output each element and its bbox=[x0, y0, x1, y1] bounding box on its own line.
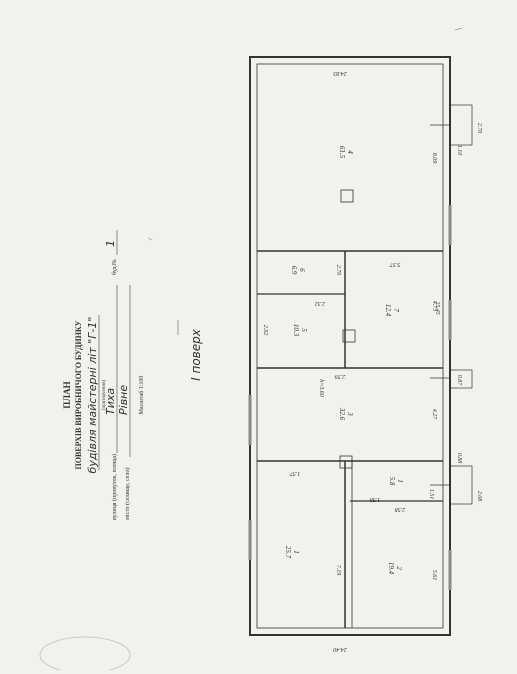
stamp-mark bbox=[39, 636, 131, 674]
dim-wall: 2.32 bbox=[315, 300, 326, 306]
street-label: вулиця (провулок, площа) bbox=[111, 454, 118, 520]
room-label: 6 6.9 bbox=[290, 266, 306, 275]
dim-door: 2.70 bbox=[476, 123, 482, 134]
room-area: 6.9 bbox=[290, 266, 298, 275]
room-number: 5 bbox=[300, 328, 308, 332]
dim-wall: 5.61 bbox=[431, 570, 437, 581]
city-label: місто (селище, село) bbox=[124, 468, 131, 520]
dim-wall: 1.58 bbox=[370, 496, 381, 502]
dim-wall: 4.73 bbox=[431, 301, 438, 312]
room-number: 2 bbox=[395, 566, 403, 570]
room-number: 1 bbox=[292, 550, 300, 554]
dim-top: 24.83 bbox=[333, 70, 347, 77]
floor-label: I поверх bbox=[189, 328, 203, 381]
room-labels: 4 61.5 6 6.9 5 10.3 7 12.4 3 32.6 1 25.7… bbox=[284, 146, 404, 575]
dim-wall: 1.57 bbox=[289, 470, 301, 476]
building-name: будівля майстерні літ "Г-1" bbox=[86, 317, 99, 474]
dim-wall: 1.51 bbox=[428, 489, 434, 500]
dim-wall: 2.92 bbox=[262, 325, 268, 336]
room-area: 32.6 bbox=[338, 407, 346, 421]
room-label: 1 25.7 bbox=[284, 546, 300, 559]
dim-door: 2.08 bbox=[476, 491, 482, 502]
room-label: 7 12.4 bbox=[384, 304, 400, 317]
doc-title: ПЛАН bbox=[62, 381, 72, 408]
dim-right: 25.45 bbox=[434, 301, 441, 315]
dim-wall: 2.58 bbox=[395, 506, 406, 512]
street-value: Тиха bbox=[104, 388, 117, 415]
room-number: 6 bbox=[298, 268, 306, 272]
city-value: Рівне bbox=[117, 385, 130, 415]
room-number: 4 bbox=[346, 150, 354, 154]
dimensions: 24.83 24.40 25.45 8.09 4.73 4.27 5.61 2.… bbox=[262, 70, 482, 653]
ceiling-height: h=3.60 bbox=[318, 379, 324, 397]
building-no-label: буд.№ bbox=[111, 259, 118, 275]
room-area: 5.8 bbox=[388, 477, 396, 486]
dim-wall: 2.70 bbox=[335, 265, 341, 276]
room-label: 4 61.5 bbox=[338, 146, 354, 159]
dim-door: 0.87 bbox=[456, 375, 462, 387]
room-number: 1 bbox=[396, 479, 404, 483]
dim-door: 0.88 bbox=[456, 453, 462, 464]
dim-wall: 2.59 bbox=[335, 373, 346, 379]
dim-wall: 7.19 bbox=[335, 565, 341, 576]
dim-door: 1.10 bbox=[456, 145, 462, 156]
scale-label: Масштаб 1:100 bbox=[138, 376, 145, 415]
room-area: 25.7 bbox=[284, 546, 292, 559]
room-area: 10.3 bbox=[292, 324, 300, 337]
building-no-value: 1 bbox=[104, 240, 117, 247]
dim-wall: 5.57 bbox=[389, 261, 401, 267]
room-label: 3 32.6 bbox=[338, 407, 354, 421]
title-block: ПЛАН ПОВЕРХІВ ВИРОБНИЧОГО БУДИНКУ будівл… bbox=[62, 230, 145, 520]
room-area: 12.4 bbox=[384, 304, 392, 317]
room-number: 3 bbox=[346, 411, 354, 416]
room-area: 61.5 bbox=[338, 146, 346, 159]
dim-wall: 4.27 bbox=[431, 409, 438, 421]
building-walls bbox=[248, 56, 473, 636]
purpose-caption: (призначення) bbox=[102, 380, 107, 411]
room-label: 2 19.4 bbox=[387, 562, 403, 575]
room-label: 5 10.3 bbox=[292, 324, 308, 337]
room-area: 19.4 bbox=[387, 562, 395, 575]
doc-subtitle: ПОВЕРХІВ ВИРОБНИЧОГО БУДИНКУ bbox=[74, 320, 83, 469]
room-label: 1 5.8 bbox=[388, 477, 404, 486]
room-number: 7 bbox=[392, 308, 400, 312]
dim-bottom: 24.40 bbox=[333, 646, 347, 653]
dim-wall: 8.09 bbox=[431, 153, 437, 164]
